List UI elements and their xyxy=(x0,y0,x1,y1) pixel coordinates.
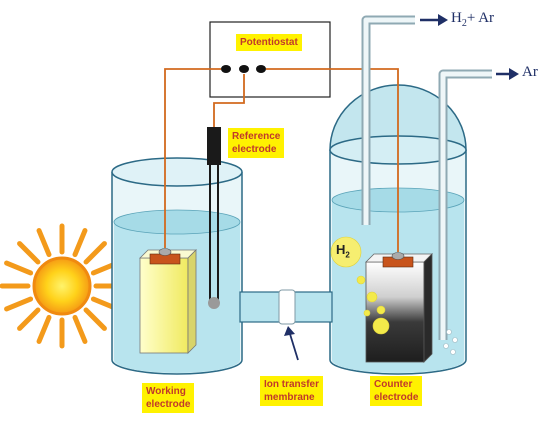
inlet-bubbles xyxy=(443,329,458,355)
potentiostat-label: Potentiostat xyxy=(236,34,302,51)
sun-ray xyxy=(72,314,88,344)
counter-electrode xyxy=(365,252,433,363)
sun-ray xyxy=(36,228,52,258)
potentiostat-terminal xyxy=(256,65,266,73)
h2-bubble-label: H2 xyxy=(336,242,350,260)
sun-ray xyxy=(17,307,41,331)
wires xyxy=(164,68,399,252)
potentiostat-terminal xyxy=(239,65,249,73)
sun-ray xyxy=(17,241,41,265)
sun-core xyxy=(32,256,92,316)
sun-ray xyxy=(4,296,34,312)
reference-electrode-label: Reference electrode xyxy=(228,128,285,158)
working-electrode xyxy=(139,248,197,354)
sun-icon xyxy=(0,223,125,349)
arrow-right-icon xyxy=(496,68,519,80)
working-electrode-label: Working electrode xyxy=(142,383,195,413)
sun-ray xyxy=(83,307,107,331)
membrane-label: Ion transfer membrane xyxy=(260,376,324,406)
gas-inlet-pipe xyxy=(438,69,492,340)
gas-outlet-label: H2+ Ar xyxy=(451,10,495,29)
ion-transfer-membrane xyxy=(278,289,296,325)
wire-counter xyxy=(266,68,399,252)
wire-reference xyxy=(213,74,245,127)
counter-electrode-label: Counter electrode xyxy=(370,376,423,406)
sun-ray xyxy=(4,260,34,276)
sun-ray xyxy=(83,241,107,265)
sun-ray xyxy=(36,314,52,344)
reference-electrode xyxy=(207,127,221,309)
wire-working xyxy=(164,68,221,248)
sun-ray xyxy=(72,228,88,258)
potentiostat-terminal xyxy=(221,65,231,73)
gas-outlet-pipe xyxy=(361,15,415,225)
membrane-pointer-arrow xyxy=(284,326,299,361)
gas-inlet-label: Ar xyxy=(522,64,538,80)
arrow-right-icon xyxy=(420,14,448,26)
hydrogen-bubbles xyxy=(330,236,390,335)
connecting-tube xyxy=(239,289,333,325)
